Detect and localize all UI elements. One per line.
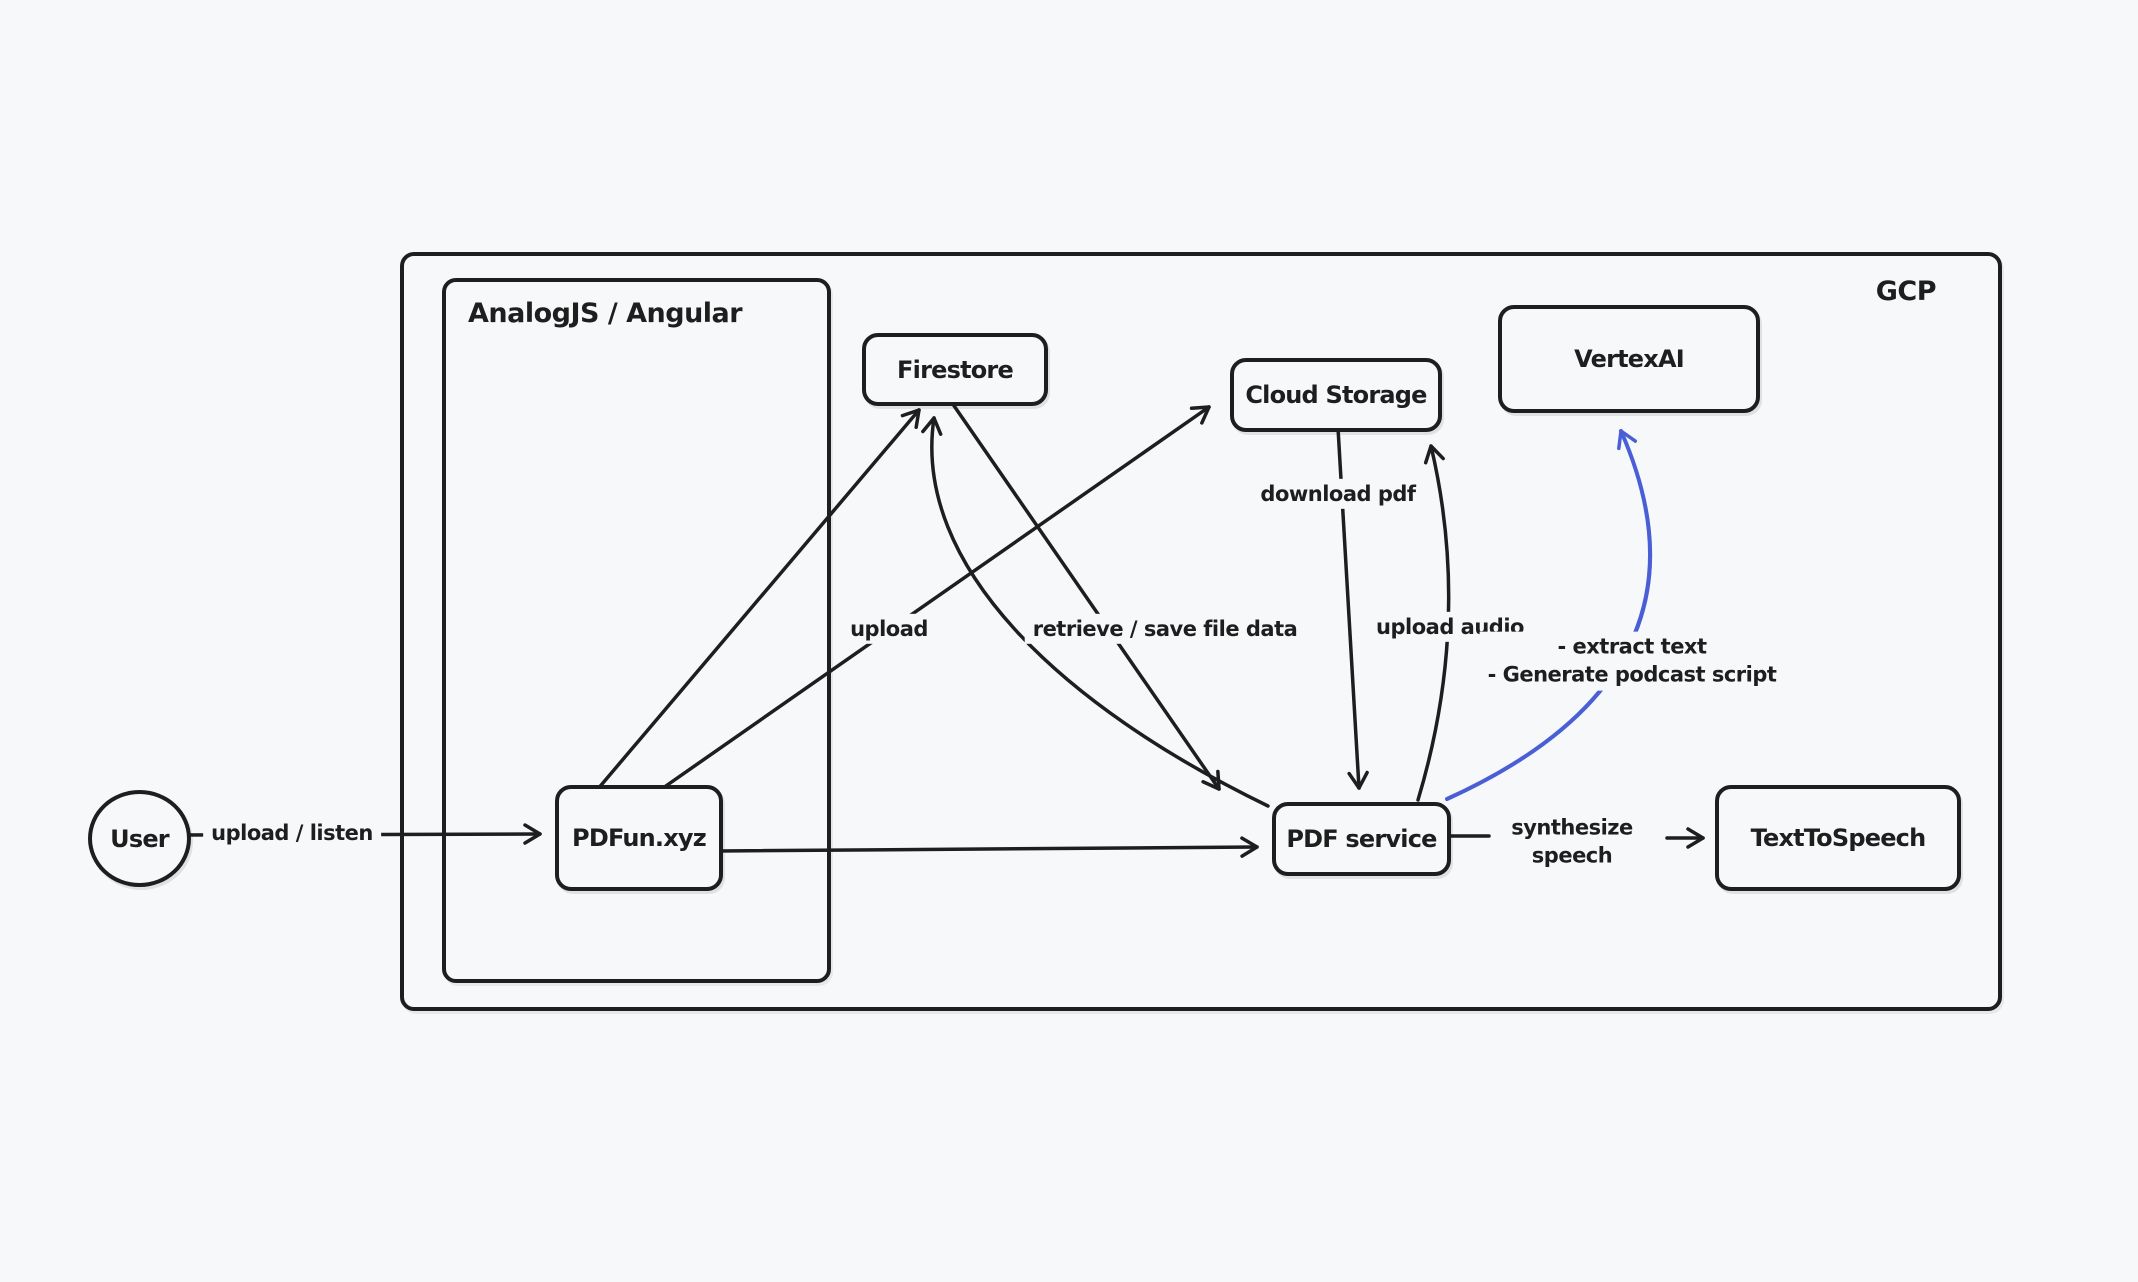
edge-label-vertex-tasks: - extract text - Generate podcast script xyxy=(1479,631,1785,691)
edge-label-synthesize-speech: synthesize speech xyxy=(1503,812,1641,872)
node-user: User xyxy=(88,790,191,887)
node-pdfun-label: PDFun.xyz xyxy=(572,824,707,852)
edge-pdf-service-to-firestore xyxy=(921,416,1270,808)
node-texttospeech: TextToSpeech xyxy=(1715,785,1961,891)
edge-label-upload: upload xyxy=(842,613,936,645)
gcp-container: GCP xyxy=(400,252,2002,1011)
node-texttospeech-label: TextToSpeech xyxy=(1750,824,1927,852)
edge-label-retrieve-save: retrieve / save file data xyxy=(1024,613,1306,645)
node-cloud-storage-label: Cloud Storage xyxy=(1245,381,1427,409)
gcp-container-label: GCP xyxy=(1875,276,1937,307)
node-firestore-label: Firestore xyxy=(897,355,1014,384)
node-vertexai-label: VertexAI xyxy=(1574,345,1685,373)
node-cloud-storage: Cloud Storage xyxy=(1230,358,1442,432)
edge-label-download-pdf: download pdf xyxy=(1252,478,1424,510)
edge-pdfun-to-cloud-storage xyxy=(661,405,1211,790)
edge-pdfun-to-pdf-service xyxy=(716,836,1259,858)
edge-pdfun-to-firestore xyxy=(595,408,921,792)
frontend-container-label: AnalogJS / Angular xyxy=(468,298,743,329)
edge-label-upload-audio: upload audio xyxy=(1368,611,1532,643)
node-firestore: Firestore xyxy=(862,333,1048,406)
edge-firestore-to-pdf-service xyxy=(948,398,1221,791)
node-user-label: User xyxy=(110,824,169,853)
frontend-container: AnalogJS / Angular xyxy=(442,278,831,983)
node-pdfun: PDFun.xyz xyxy=(555,785,723,891)
edge-label-upload-listen: upload / listen xyxy=(203,817,381,849)
node-vertexai: VertexAI xyxy=(1498,305,1760,413)
node-pdf-service: PDF service xyxy=(1272,802,1451,876)
node-pdf-service-label: PDF service xyxy=(1286,825,1437,853)
